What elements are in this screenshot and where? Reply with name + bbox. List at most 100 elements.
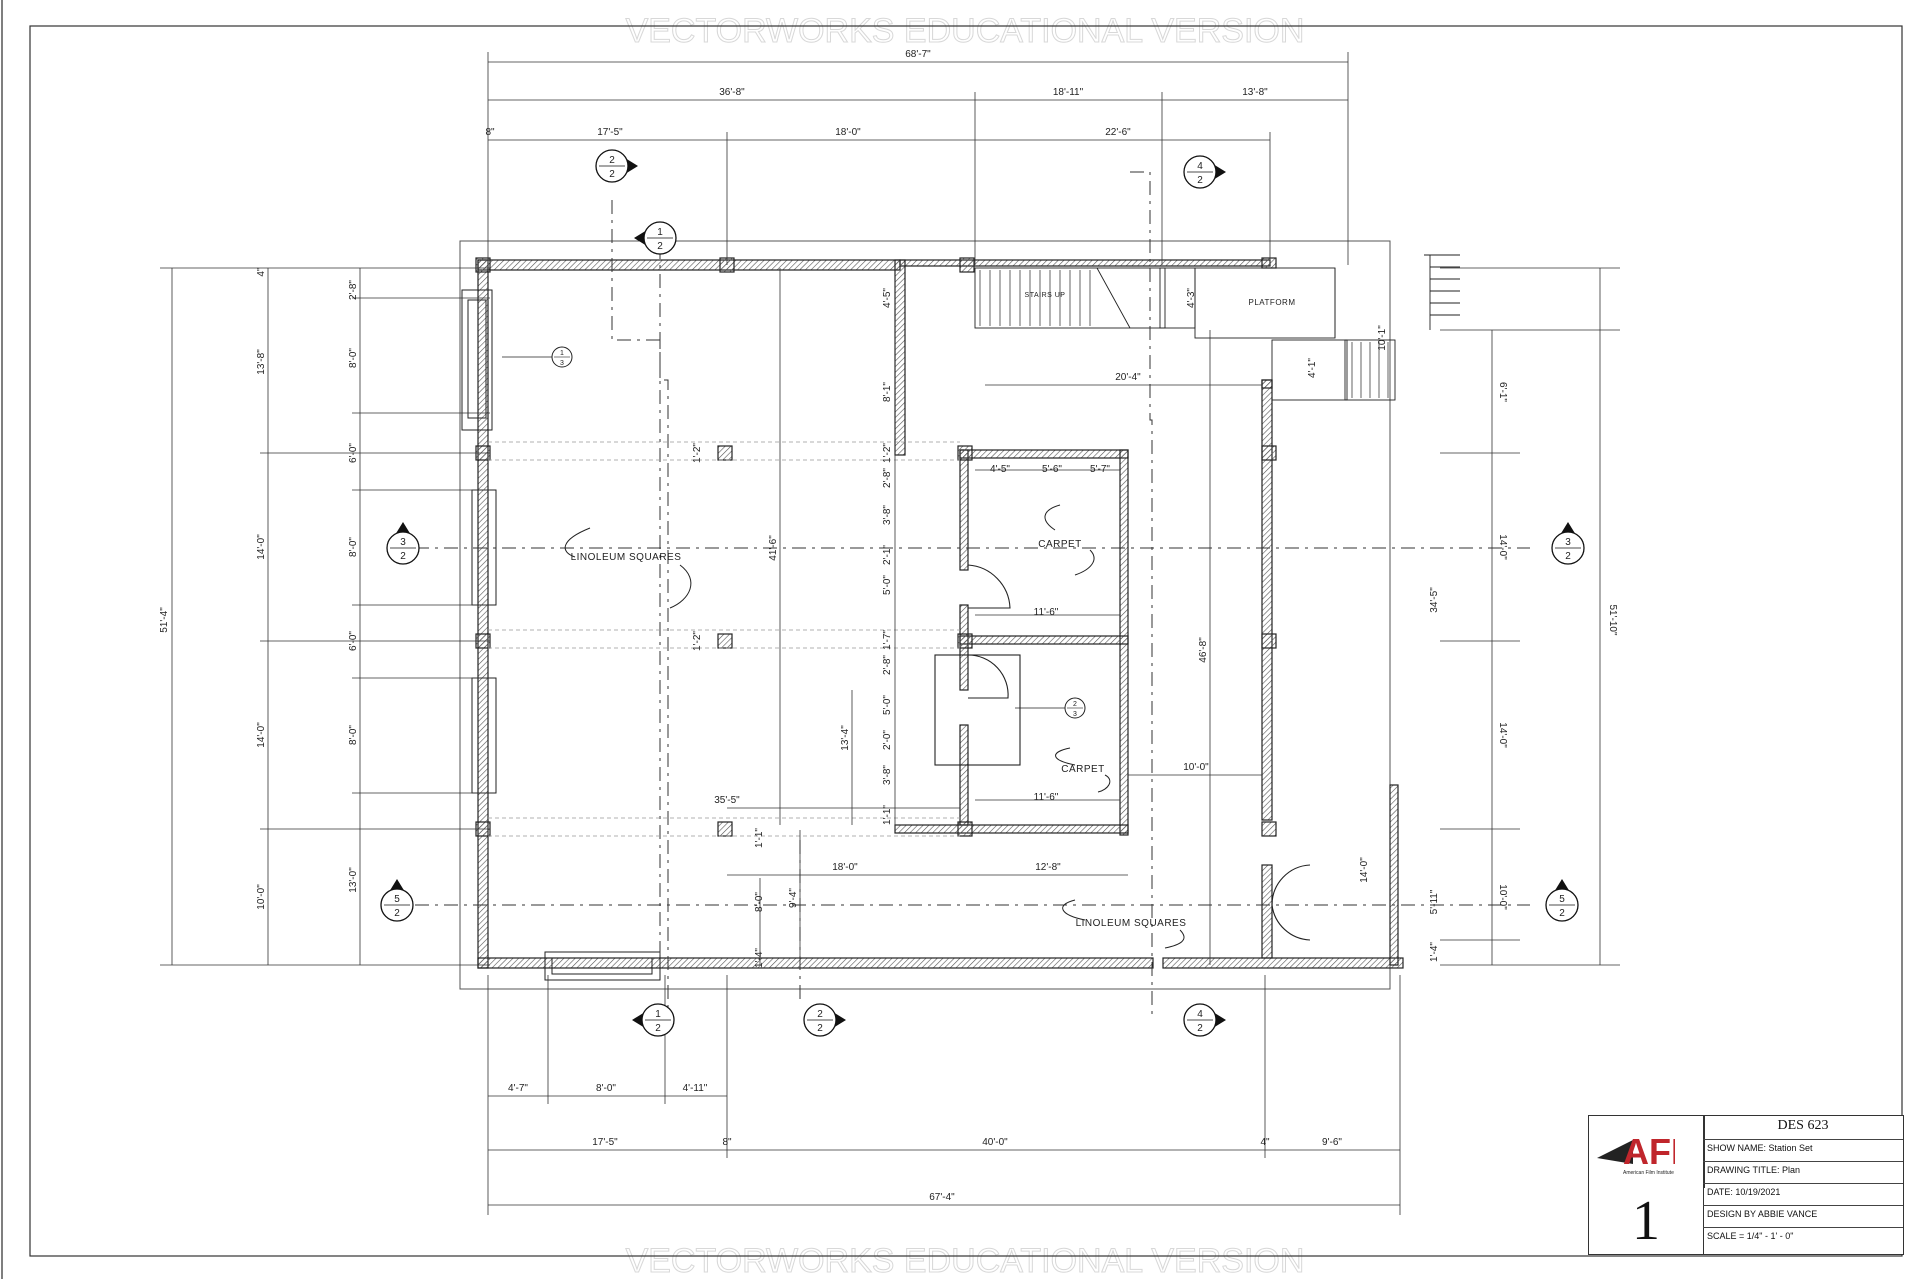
dim-right-in-1: 5'-11" [1429,889,1440,914]
dim-bot-overall: 67'-4" [929,1192,955,1203]
col-dim-1: 2'-8" [882,468,893,488]
designer: DESIGN BY ABBIE VANCE [1703,1206,1903,1228]
col-dim-0: 1'-2" [882,443,893,463]
dim-18-0: 18'-0" [832,862,858,873]
dim-4-3: 4'-3" [1186,288,1197,308]
dim-8-1: 8'-1" [882,382,893,402]
columns [475,257,1277,837]
dim-right-r2-2: 14'-0" [1497,722,1508,748]
detail-sheet: 3 [1073,711,1077,718]
marker-number: 3 [400,537,406,548]
dim-right-overall: 51'-10" [1607,604,1618,635]
dim-top-r3-1: 17'-5" [597,127,623,138]
course-code: DES 623 [1703,1116,1903,1140]
dim-bot-r2-2: 40'-0" [982,1137,1008,1148]
dim-left-r3-3: 8'-0" [348,537,359,557]
marker-number: 2 [817,1009,823,1020]
dim-left-overall: 51'-4" [159,607,170,633]
title-block-divider [1703,1116,1705,1188]
section-marker-m-4-2-bot: 42 [1183,1003,1226,1037]
drawing-date: DATE: 10/19/2021 [1703,1184,1903,1206]
dim-10-1: 10'-1" [1377,325,1388,351]
col-dim-6: 2'-8" [882,655,893,675]
dim-bot-r2-3: 4" [1260,1137,1270,1148]
watermark-top: VECTORWORKS EDUCATIONAL VERSION [626,12,1305,50]
dim-20-4: 20'-4" [1115,372,1141,383]
dim-41-6: 41'-6" [768,535,779,561]
grid-stairs-right [1430,254,1460,316]
title-block: AFI American Film Institute 1 DES 623 SH… [1588,1115,1904,1255]
room-linoleum-2: LINOLEUM SQUARES [1076,918,1187,929]
section-marker-m-2-2-bot: 22 [803,1003,846,1037]
dim-left-r2-0: 4" [256,267,267,277]
dim-bot-r2-0: 17'-5" [592,1137,618,1148]
sheet-number: 1 [1589,1188,1704,1254]
section-marker-m-3-2-left: 32 [386,522,420,565]
sheet-border [29,25,1903,1257]
dim-top-r3-2: 18'-0" [835,127,861,138]
dimension-labels: 68'-7" 36'-8" 18'-11" 13'-8" 8" 17'-5" 1… [159,49,1618,1203]
section-marker-m-5-2-right: 52 [1545,879,1579,922]
dim-1-4: 1'-4" [754,948,765,968]
marker-sheet: 2 [1559,908,1565,919]
room-platform: PLATFORM [1249,298,1296,307]
dim-left-r3-0: 2'-8" [348,280,359,300]
dim-46-8: 46'-8" [1198,637,1209,663]
marker-number: 1 [655,1009,661,1020]
dim-top-1: 36'-8" [719,87,745,98]
room-carpet-1: CARPET [1038,539,1082,550]
dim-8-0: 8'-0" [754,892,765,912]
marker-number: 4 [1197,161,1203,172]
dim-1-2a: 1'-2" [692,443,703,463]
drawing-title: DRAWING TITLE: Plan [1703,1162,1903,1184]
dim-right-in-0: 34'-5" [1429,587,1440,613]
detail-marker-d-1-3: 13 [502,346,573,368]
dim-top-2: 18'-11" [1053,87,1084,98]
dim-1-1: 1'-1" [754,828,765,848]
stage-outline [459,240,1391,990]
detail-number: 1 [560,350,564,357]
marker-number: 4 [1197,1009,1203,1020]
room-linoleum-1: LINOLEUM SQUARES [571,552,682,563]
drawing-scale: SCALE = 1/4" - 1' - 0" [1707,1231,1794,1241]
show-name: SHOW NAME: Station Set [1703,1140,1903,1162]
dimension-lines [160,52,1620,1215]
dim-12-8: 12'-8" [1035,862,1061,873]
dim-bot-r1-2: 4'-11" [683,1083,708,1094]
dim-left-r2-4: 10'-0" [256,884,267,910]
section-lines [415,171,1530,1020]
dim-left-r2-2: 14'-0" [256,534,267,560]
dim-left-r3-6: 13'-0" [348,867,359,893]
dim-left-r2-3: 14'-0" [256,722,267,748]
marker-sheet: 2 [657,241,663,252]
dim-9-4: 9'-4" [788,888,799,908]
section-marker-m-1-2-bot: 12 [632,1003,675,1037]
dim-bot-r1-0: 4'-7" [508,1083,528,1094]
dim-right-r2-1: 14'-0" [1497,534,1508,560]
dim-13-4: 13'-4" [840,725,851,751]
afi-logo: AFI American Film Institute [1597,1131,1675,1176]
room-carpet-2: CARPET [1061,764,1105,775]
dim-bot-r2-1: 8" [722,1137,732,1148]
dim-right-in-3: 14'-0" [1359,857,1370,883]
marker-sheet: 2 [400,551,406,562]
dim-5-6: 5'-6" [1042,464,1062,475]
detail-number: 2 [1073,701,1077,708]
col-dim-8: 2'-0" [882,730,893,750]
col-dim-10: 1'-1" [882,805,893,825]
section-marker-m-3-2-right: 32 [1551,522,1585,565]
dim-35-5: 35'-5" [714,795,740,806]
section-marker-m-2-2-top: 22 [595,149,638,183]
label-arrows [564,504,1185,949]
marker-sheet: 2 [655,1023,661,1034]
detail-marker-d-2-3: 23 [1015,697,1086,719]
dim-top-r3-0: 8" [485,127,495,138]
watermark-bottom: VECTORWORKS EDUCATIONAL VERSION [626,1242,1305,1279]
room-labels: LINOLEUM SQUARES LINOLEUM SQUARES CARPET… [571,292,1296,929]
col-dim-7: 5'-0" [882,695,893,715]
dim-4-5: 4'-5" [990,464,1010,475]
dim-11-6a: 11'-6" [1034,607,1059,618]
dim-right-in-2: 1'-4" [1429,942,1440,962]
marker-sheet: 2 [817,1023,823,1034]
